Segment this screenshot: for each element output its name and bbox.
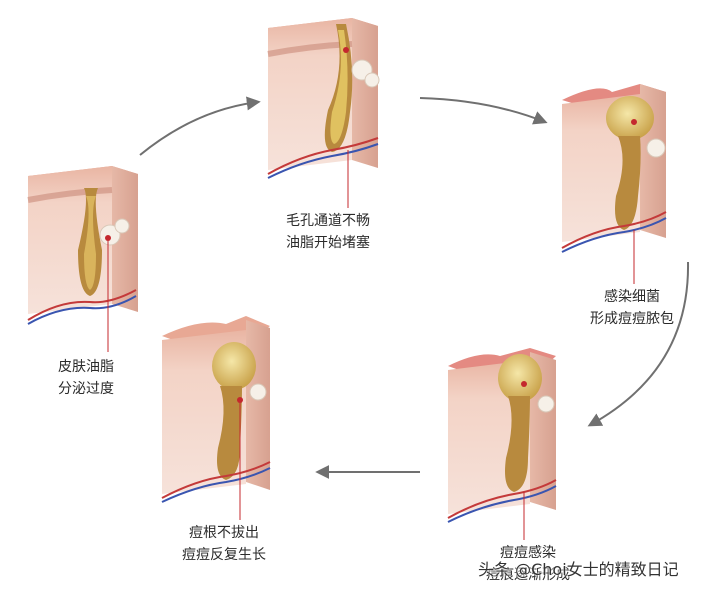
label-scar-line2: 痘痕逐渐形成 bbox=[486, 567, 570, 583]
label-normal-line2: 分泌过度 bbox=[58, 381, 114, 397]
skin-block-infected bbox=[561, 84, 667, 284]
watermark: 头条 @Choi女士的精致日记 bbox=[478, 560, 679, 579]
label-blocked-line1: 毛孔通道不畅 bbox=[286, 213, 370, 229]
skin-block-scar bbox=[447, 348, 557, 540]
arrow-blocked-to-infected bbox=[419, 97, 548, 125]
skin-block-root bbox=[161, 316, 271, 520]
label-blocked-line2: 油脂开始堵塞 bbox=[286, 235, 370, 251]
label-infected: 感染细菌 形成痘痘脓包 bbox=[590, 286, 674, 330]
label-root-line1: 痘根不拔出 bbox=[189, 525, 259, 541]
label-normal: 皮肤油脂 分泌过度 bbox=[58, 356, 114, 400]
label-scar: 痘痘感染 痘痕逐渐形成 bbox=[486, 542, 570, 586]
arrow-infected-to-scar bbox=[587, 261, 690, 427]
label-infected-line2: 形成痘痘脓包 bbox=[590, 311, 674, 327]
skin-block-normal bbox=[27, 166, 138, 352]
label-infected-line1: 感染细菌 bbox=[604, 289, 660, 305]
arrow-normal-to-blocked bbox=[139, 96, 261, 156]
label-scar-line1: 痘痘感染 bbox=[500, 545, 556, 561]
skin-block-blocked bbox=[267, 18, 380, 208]
label-root-line2: 痘痘反复生长 bbox=[182, 547, 266, 563]
label-blocked: 毛孔通道不畅 油脂开始堵塞 bbox=[286, 210, 370, 254]
label-root: 痘根不拔出 痘痘反复生长 bbox=[182, 522, 266, 566]
label-normal-line1: 皮肤油脂 bbox=[58, 359, 114, 375]
